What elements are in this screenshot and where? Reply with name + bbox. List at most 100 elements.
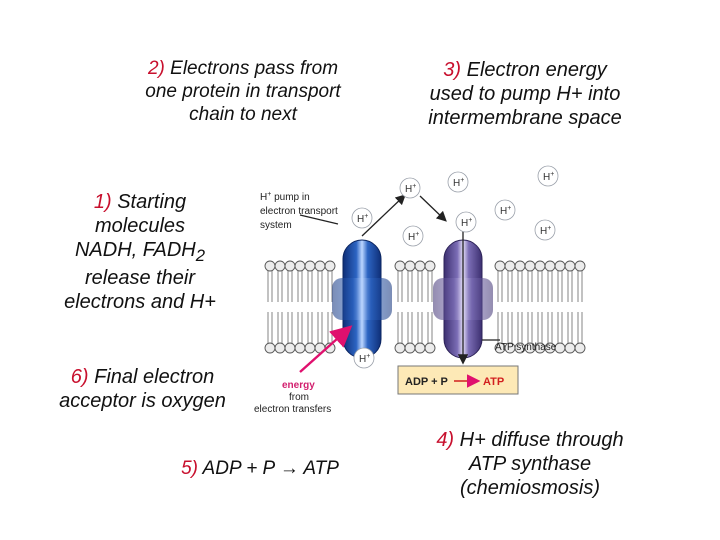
phospholipid-head [394, 342, 406, 354]
phospholipid-head [554, 342, 566, 354]
box-product: ATP [483, 376, 504, 388]
phospholipid-head [414, 260, 426, 272]
hydrogen-ion-icon [402, 225, 424, 247]
hydrogen-ion-label: H+ [453, 177, 464, 189]
step-5-product: ATP [303, 458, 339, 479]
phospholipid-head [294, 260, 306, 272]
pump-arrow-up [361, 194, 406, 237]
pump-label-sup: + [267, 191, 271, 198]
hydrogen-ion-label: H+ [461, 217, 472, 229]
step-1-line-2: molecules [94, 215, 186, 237]
phospholipid-head [424, 342, 436, 354]
hydrogen-ion-icon [351, 207, 373, 229]
hydrogen-ions: H+ H+ H+ H+ H+ H+ H+ H+ H+ [351, 165, 559, 369]
phospholipid-head [304, 342, 316, 354]
phospholipid-head [504, 260, 516, 272]
phospholipid-head [494, 260, 506, 272]
pump-label-text: pump in [271, 192, 309, 203]
phospholipid-head [544, 260, 556, 272]
phospholipid-head [414, 342, 426, 354]
hydrogen-ion-icon [494, 199, 516, 221]
hydrogen-ion-icon [353, 347, 375, 369]
atp-synthase-label: ATP synthase [495, 342, 557, 353]
phospholipid-head [294, 342, 306, 354]
step-5-number: 5) [181, 458, 198, 479]
step-1-subscript: 2 [195, 246, 205, 265]
phospholipid-head [574, 342, 586, 354]
step-5-arrow-icon: → [279, 458, 299, 479]
step-3-line-1: Electron energy [466, 59, 607, 81]
phospholipid-head [394, 260, 406, 272]
step-3-caption: 3) Electron energy used to pump H+ into … [405, 58, 645, 130]
phospholipid-head [424, 260, 436, 272]
pump-label-h: H [260, 192, 267, 203]
pump-label-line-2: electron transport [260, 206, 338, 217]
step-4-line-2: ATP synthase [468, 453, 592, 475]
phospholipid-head [324, 260, 336, 272]
step-3-line-3: intermembrane space [428, 107, 622, 129]
energy-label-source: electron transfers [254, 404, 331, 415]
hydrogen-ion-icon [455, 211, 477, 233]
pump-label-line-3: system [260, 220, 292, 231]
step-2-number: 2) [147, 58, 165, 79]
hydrogen-ion-label: H+ [405, 183, 416, 195]
step-1-caption: 1) Starting molecules NADH, FADH2 releas… [40, 190, 240, 314]
phospholipid-head [304, 260, 316, 272]
step-2-line-3: chain to next [189, 103, 297, 125]
hydrogen-ion-label: H+ [359, 353, 370, 365]
hydrogen-ion-label: H+ [540, 225, 551, 237]
svg-text:H+ pump in: H+ pump in [260, 191, 310, 203]
step-5-reactants: ADP + P [202, 458, 275, 479]
step-1-molecules: NADH, FADH [74, 239, 196, 261]
atp-reaction-box: ADP + P ATP [397, 365, 519, 395]
phospholipid-head [284, 260, 296, 272]
energy-label-from: from [289, 392, 309, 403]
step-2-caption: 2) Electrons pass from one protein in tr… [118, 58, 368, 126]
hydrogen-ion-label: H+ [357, 213, 368, 225]
step-4-number: 4) [436, 429, 455, 451]
phospholipid-head [404, 342, 416, 354]
box-reactants: ADP + P [405, 376, 448, 388]
step-1-line-3: NADH, FADH2 [40, 238, 240, 266]
electron-transport-protein [332, 239, 392, 359]
step-1-line-5: electrons and H+ [64, 291, 216, 313]
hydrogen-ion-icon [537, 165, 559, 187]
phospholipid-head [314, 260, 326, 272]
phospholipid-head [574, 260, 586, 272]
hydrogen-ion-label: H+ [543, 171, 554, 183]
phospholipid-head [264, 260, 276, 272]
step-6-number: 6) [70, 366, 89, 388]
phospholipid-head [264, 342, 276, 354]
step-4-line-3: (chemiosmosis) [459, 477, 601, 499]
step-3-number: 3) [443, 59, 462, 81]
phospholipid-head [524, 260, 536, 272]
phospholipid-head [274, 342, 286, 354]
step-4-caption: 4) H+ diffuse through ATP synthase (chem… [405, 428, 655, 500]
step-2-line-2: one protein in transport [145, 80, 341, 102]
step-3-line-2: used to pump H+ into [429, 83, 621, 105]
energy-label: energy [282, 380, 315, 391]
phospholipid-head [274, 260, 286, 272]
phospholipid-head [404, 260, 416, 272]
phospholipid-bilayer [264, 260, 586, 354]
phospholipid-head [534, 260, 546, 272]
step-6-line-2: acceptor is oxygen [59, 390, 226, 412]
pump-label: H+ pump in electron transport system [260, 191, 338, 231]
phospholipid-head [284, 342, 296, 354]
phospholipid-head [514, 260, 526, 272]
phospholipid-head [554, 260, 566, 272]
proton-arrow-to-synthase [419, 195, 447, 222]
hydrogen-ion-label: H+ [408, 231, 419, 243]
phospholipid-head [564, 342, 576, 354]
step-2-line-1: Electrons pass from [170, 58, 339, 79]
hydrogen-ion-label: H+ [500, 205, 511, 217]
energy-arrow [299, 325, 353, 373]
hydrogen-ion-icon [399, 177, 421, 199]
step-5-caption: 5) ADP + P → ATP [140, 458, 380, 481]
step-1-number: 1) [93, 191, 112, 213]
step-4-line-1: H+ diffuse through [459, 429, 624, 451]
hydrogen-ion-icon [447, 171, 469, 193]
pump-label-pointer [299, 214, 339, 225]
hydrogen-ion-icon [534, 219, 556, 241]
